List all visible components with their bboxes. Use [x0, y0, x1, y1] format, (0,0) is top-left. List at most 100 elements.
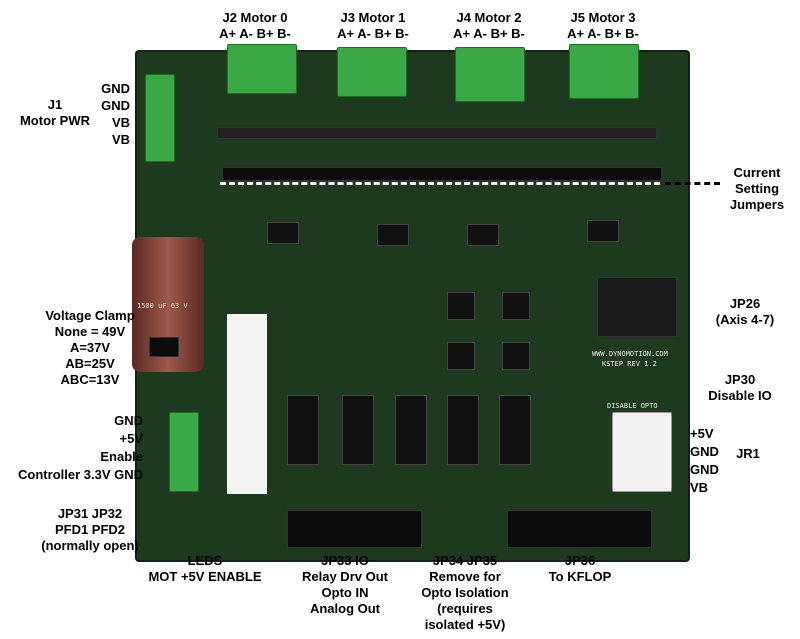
label-line: LEDS	[187, 553, 223, 568]
chip	[377, 224, 409, 246]
label-line: Voltage Clamp	[45, 308, 135, 323]
motor-name: J5 Motor 3	[570, 10, 636, 25]
motor-name: J4 Motor 2	[456, 10, 522, 25]
chip	[395, 395, 427, 465]
chip	[447, 395, 479, 465]
pin-label: GND	[101, 98, 130, 113]
motor-name: J2 Motor 0	[222, 10, 288, 25]
label-line: AB=25V	[65, 356, 115, 371]
label-line: JP33 IO	[321, 553, 369, 568]
mosfet-row	[217, 127, 657, 139]
chip	[502, 292, 530, 320]
j1-pins: GND GND VB VB	[90, 80, 130, 148]
chip	[267, 222, 299, 244]
cap-silk: 1500 uF 63 V	[137, 302, 188, 310]
j3-connector	[337, 47, 407, 97]
label-line: A=37V	[69, 340, 111, 355]
enable-connector	[169, 412, 199, 492]
pin-label: GND	[101, 81, 130, 96]
label-line: MOT +5V ENABLE	[148, 569, 262, 584]
pin-label: VB	[111, 132, 130, 147]
label-line: Remove for	[429, 569, 501, 584]
brand-silk: WWW.DYNOMOTION.COM	[592, 350, 668, 358]
pin-label: +5V	[690, 426, 714, 441]
jr1-connector	[612, 412, 672, 492]
jp36-header	[507, 510, 652, 548]
resistor-block	[227, 314, 267, 494]
pin-label: GND	[690, 462, 719, 477]
label-line: None = 49V	[54, 324, 126, 339]
chip	[499, 395, 531, 465]
label-line: JP34 JP35	[432, 553, 498, 568]
j2-connector	[227, 44, 297, 94]
j1-title: J1	[47, 97, 63, 112]
label-line: ABC=13V	[60, 372, 120, 387]
jr1-label: JR1	[736, 446, 760, 461]
motor-pins: A+ A- B+ B-	[337, 26, 409, 41]
chip	[587, 220, 619, 242]
motor-name: J3 Motor 1	[340, 10, 406, 25]
jr1-pins: +5V GND GND VB	[690, 425, 730, 497]
label-line: JP31 JP32	[57, 506, 123, 521]
chip	[447, 292, 475, 320]
pcb-board: WWW.DYNOMOTION.COM KSTEP REV 1.2 DISABLE…	[132, 44, 690, 562]
chip	[287, 395, 319, 465]
label-line: To KFLOP	[548, 569, 612, 584]
jp33-header	[287, 510, 422, 548]
pin-label: VB	[690, 480, 709, 495]
label-line: Disable IO	[708, 388, 772, 403]
label-line: JP36	[564, 553, 596, 568]
current-jumpers-line	[220, 182, 660, 185]
pin-label: +5V	[119, 431, 144, 446]
rev-silk: KSTEP REV 1.2	[602, 360, 657, 368]
label-line: Jumpers	[729, 197, 785, 212]
label-line: JP30	[724, 372, 756, 387]
pin-label: VB	[111, 115, 130, 130]
pin-label: GND	[690, 444, 719, 459]
j1-connector	[145, 74, 175, 162]
label-line: (normally open)	[41, 538, 139, 553]
chip	[502, 342, 530, 370]
label-line: Current	[733, 165, 781, 180]
j4-connector	[455, 47, 525, 102]
label-line: (requires	[437, 601, 493, 616]
motor-pins: A+ A- B+ B-	[567, 26, 639, 41]
label-line: PFD1 PFD2	[54, 522, 126, 537]
disable-silk: DISABLE OPTO	[607, 402, 658, 410]
label-line: Relay Drv Out	[302, 569, 388, 584]
label-line: (Axis 4-7)	[715, 312, 775, 327]
current-jumpers-pointer	[665, 182, 720, 185]
j5-connector	[569, 44, 639, 99]
chip	[467, 224, 499, 246]
label-line: isolated +5V)	[424, 617, 506, 632]
motor-pins: A+ A- B+ B-	[219, 26, 291, 41]
label-line: JP26	[729, 296, 761, 311]
label-line: Opto IN	[321, 585, 369, 600]
jp26-header	[597, 277, 677, 337]
chip	[447, 342, 475, 370]
pin-label: Enable	[100, 449, 143, 464]
label-line: Setting	[734, 181, 780, 196]
chip	[342, 395, 374, 465]
pin-label: GND	[114, 413, 143, 428]
j1-subtitle: Motor PWR	[19, 113, 91, 128]
label-line: Analog Out	[309, 601, 381, 616]
current-jumpers	[222, 167, 662, 181]
pin-label: Controller 3.3V GND	[18, 467, 143, 482]
motor-pins: A+ A- B+ B-	[453, 26, 525, 41]
label-line: Opto Isolation	[421, 585, 509, 600]
